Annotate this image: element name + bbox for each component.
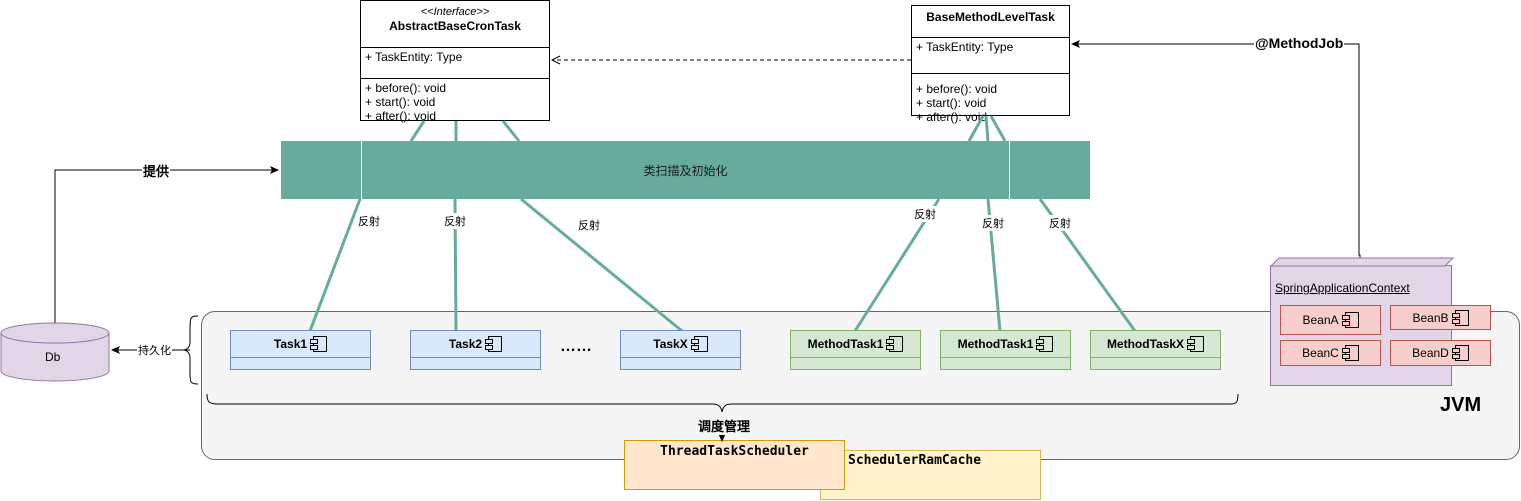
component-icon [886,336,904,352]
context-name: SpringApplicationContext [1275,281,1410,295]
component-icon [1341,312,1359,328]
interface-method-after: + after(): void [365,109,437,123]
scheduler-label: ThreadTaskScheduler [660,444,809,459]
scheduler-ram-cache[interactable]: SchedulerRamCache [820,450,1041,500]
bean-name: BeanD [1412,346,1449,360]
provide-label: 提供 [142,161,171,180]
bean-name: BeanB [1412,310,1449,325]
method-task-name: MethodTaskX [1106,337,1185,351]
context-3d-top [1270,257,1454,267]
method-job-label: @MethodJob [1254,35,1345,51]
method-class-method-after: + after(): void [916,110,988,124]
thread-task-scheduler[interactable]: ThreadTaskScheduler [624,440,845,490]
task-component[interactable]: Task2 [410,330,541,370]
db-label: Db [45,350,61,364]
component-icon [485,336,503,352]
scan-bar-divider [361,141,362,199]
component-icon [1187,336,1205,352]
interface-method-start: + start(): void [365,95,436,109]
class-scan-init-bar[interactable]: 类扫描及初始化 [281,141,1090,199]
component-icon [1451,345,1469,361]
method-task-component[interactable]: MethodTaskX [1090,330,1221,370]
abstract-base-cron-task-class[interactable]: <<Interface>> AbstractBaseCronTask + Tas… [360,0,550,123]
reflect-label: 反射 [1048,215,1072,231]
scan-bar-divider [1009,141,1010,199]
task-name: TaskX [653,337,688,351]
method-class-method-before: + before(): void [916,82,998,96]
reflect-label: 反射 [357,213,381,229]
method-class-method-start: + start(): void [916,96,987,110]
cache-label: SchedulerRamCache [848,453,982,468]
component-icon [1341,345,1359,361]
reflect-label: 反射 [913,206,937,222]
interface-attribute: + TaskEntity: Type [365,50,463,64]
method-task-name: MethodTask1 [957,337,1034,351]
component-icon [690,336,708,352]
interface-method-before: + before(): void [365,81,447,95]
base-method-level-task-class[interactable]: BaseMethodLevelTask + TaskEntity: Type +… [911,5,1070,124]
component-icon [1036,336,1054,352]
bean-component[interactable]: BeanB [1390,305,1491,330]
reflect-label: 反射 [577,217,601,233]
db-label-wrap: Db [45,350,60,364]
reflect-label: 反射 [443,213,467,229]
task-component[interactable]: Task1 [230,330,371,370]
interface-stereotype: <<Interface>> [420,6,490,18]
ellipsis: …… [560,338,592,355]
method-class-attribute: + TaskEntity: Type [916,40,1014,54]
bean-name: BeanC [1302,346,1339,360]
bean-component[interactable]: BeanD [1390,340,1491,366]
method-task-component[interactable]: MethodTask1 [790,330,921,370]
persist-label: 持久化 [137,342,172,358]
method-task-name: MethodTask1 [807,337,884,351]
jvm-label: JVM [1440,394,1482,416]
task-name: Task2 [448,337,483,351]
task-name: Task1 [273,337,308,351]
method-task-component[interactable]: MethodTask1 [940,330,1071,370]
task-component[interactable]: TaskX [620,330,741,370]
interface-class-name: AbstractBaseCronTask [389,19,521,33]
schedule-label: 调度管理 [698,416,751,435]
bean-name: BeanA [1302,313,1339,327]
reflect-label: 反射 [981,215,1005,231]
method-class-name: BaseMethodLevelTask [926,10,1055,24]
component-icon [1451,309,1469,326]
component-icon [310,336,328,352]
bean-component[interactable]: BeanC [1280,340,1381,366]
bean-component[interactable]: BeanA [1280,305,1381,335]
scan-bar-label: 类扫描及初始化 [643,164,728,178]
